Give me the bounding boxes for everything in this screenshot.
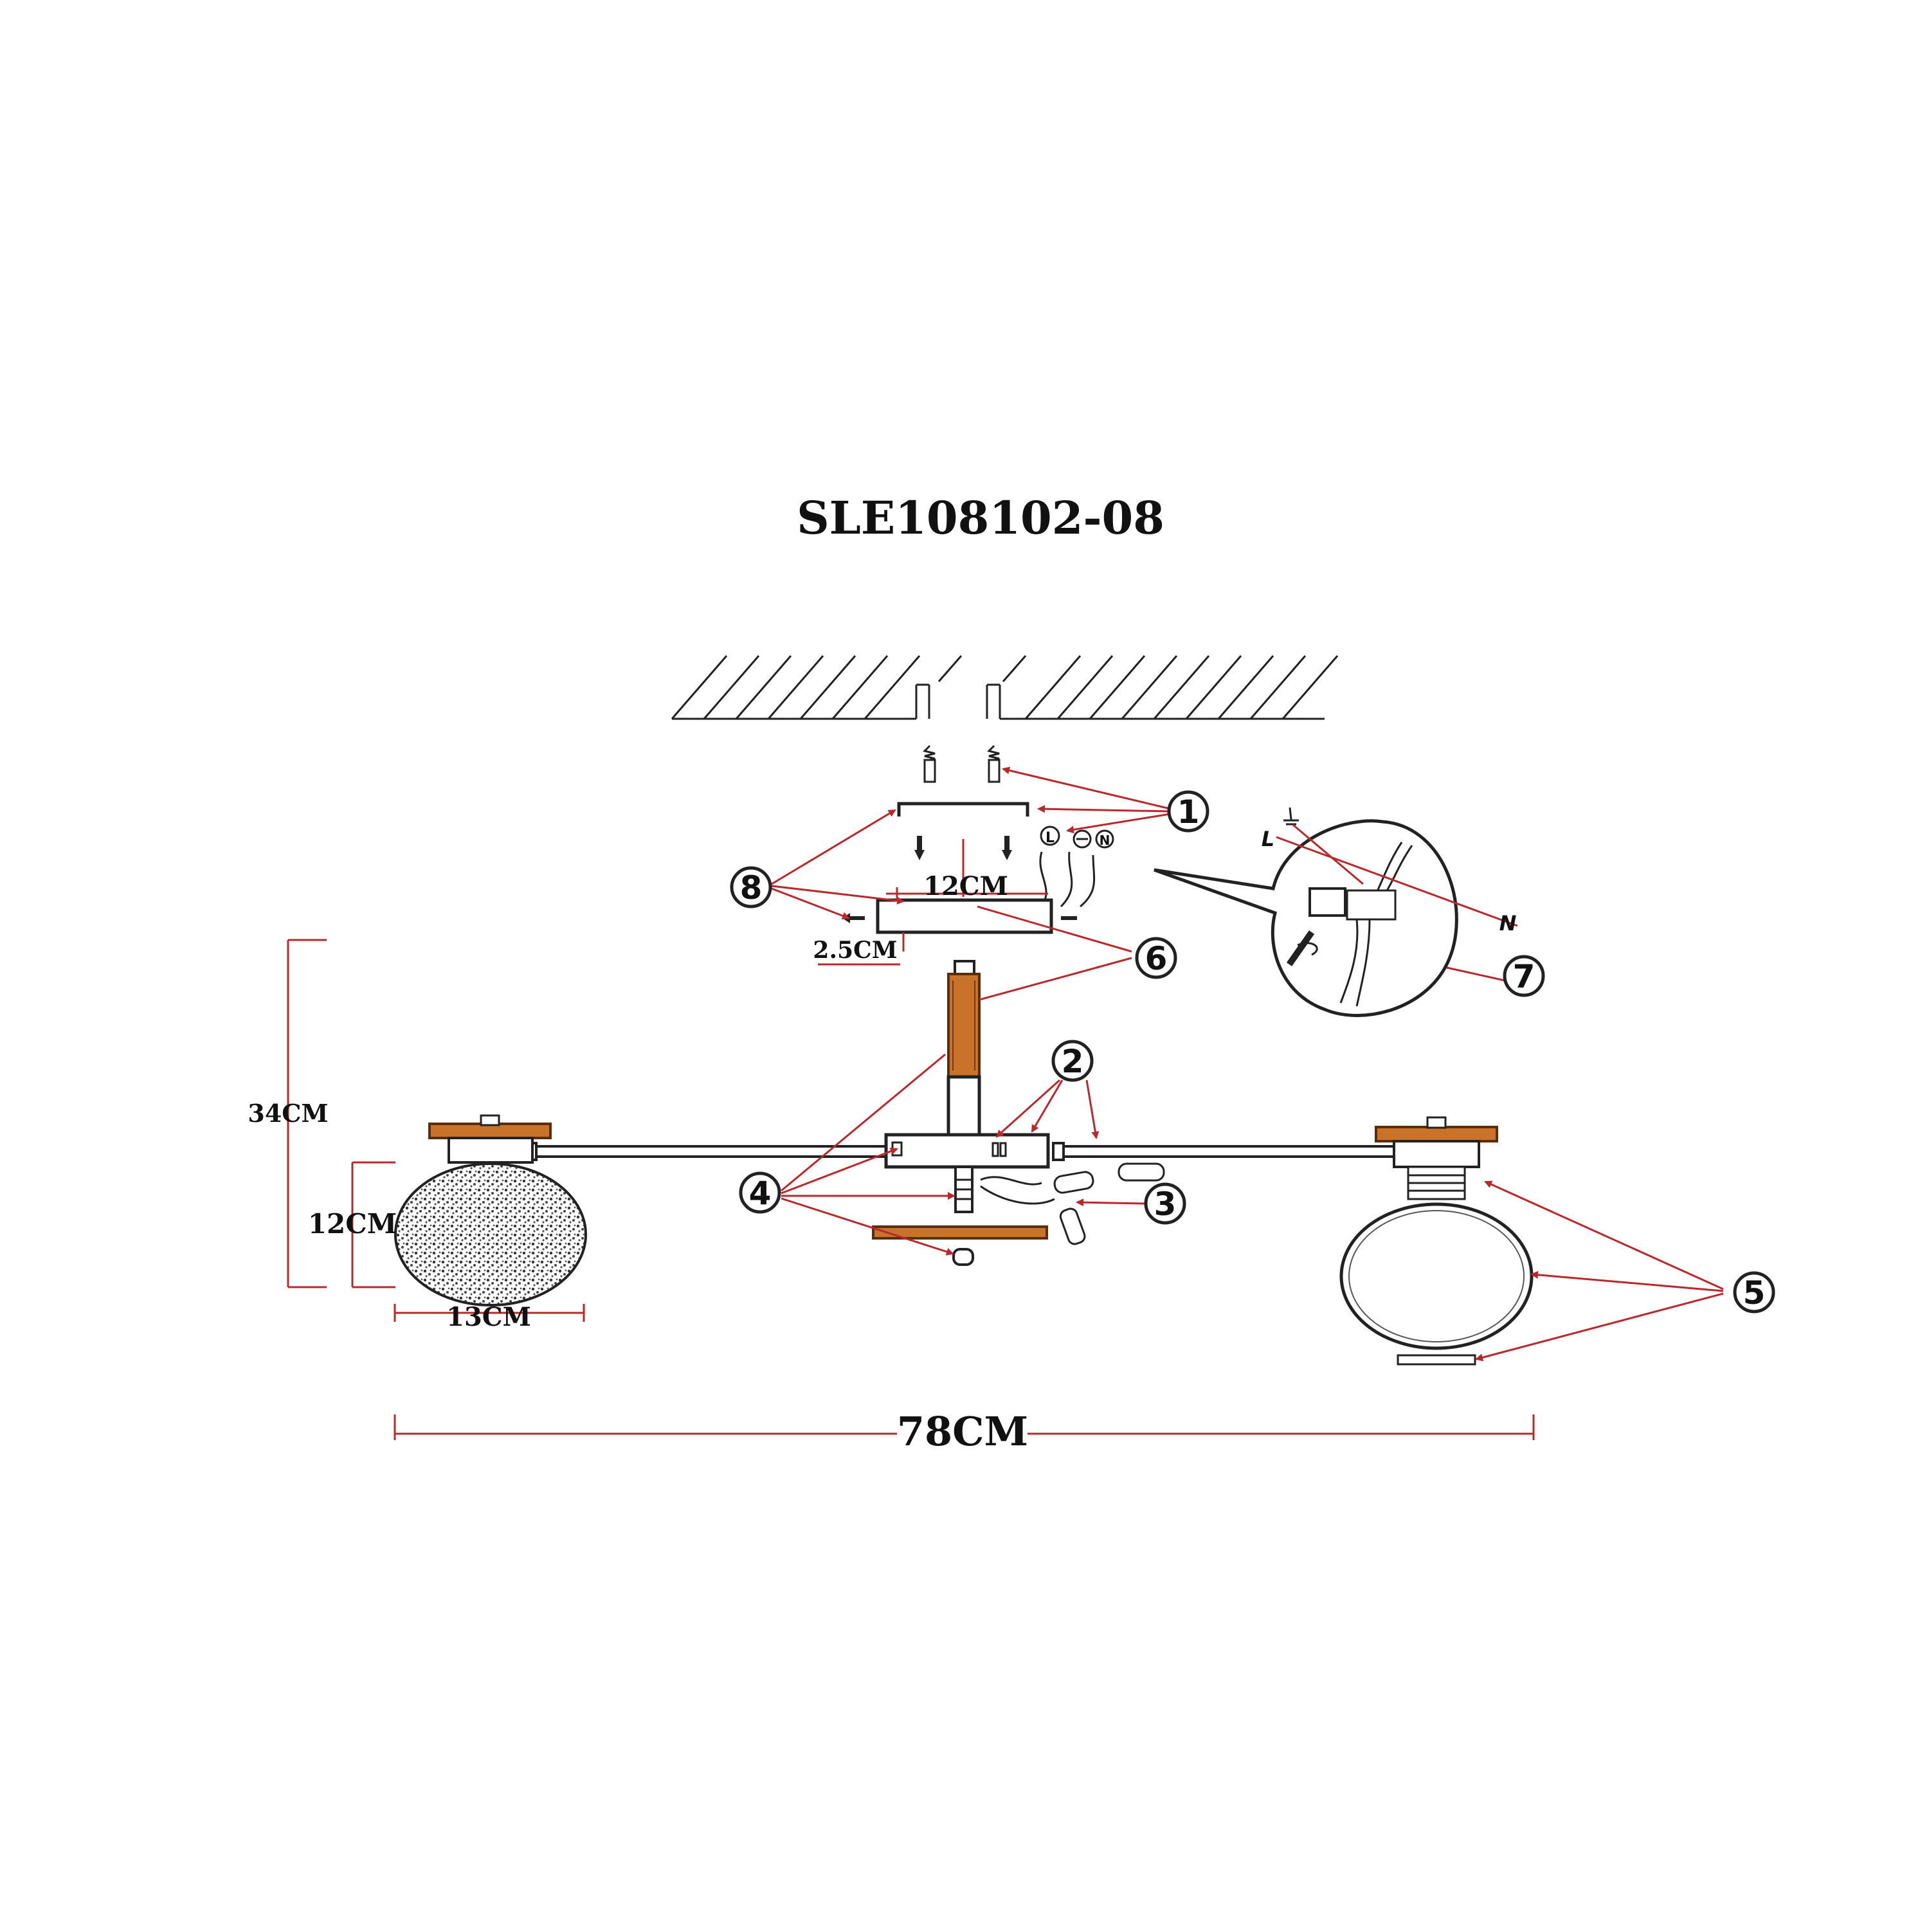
svg-text:2: 2 [1062, 1043, 1084, 1080]
right-lamp [1339, 1116, 1534, 1366]
callout-7: 7 [1503, 955, 1545, 997]
callout-1: 1 [1167, 790, 1209, 833]
center-bottom-assembly [872, 1162, 1165, 1266]
dim-total-width [394, 1414, 1535, 1440]
svg-text:5: 5 [1743, 1274, 1766, 1312]
l-lead [1276, 836, 1518, 927]
callout-leaders [771, 766, 1724, 1362]
svg-text:7: 7 [1513, 958, 1535, 995]
canopy-height-label: 2.5CM [813, 937, 897, 964]
svg-text:1: 1 [1177, 793, 1200, 831]
callout-8: 8 [730, 866, 772, 908]
terminal-connectors: L N [1039, 826, 1114, 908]
svg-text:8: 8 [740, 869, 763, 907]
svg-text:4: 4 [749, 1175, 772, 1212]
svg-text:6: 6 [1145, 940, 1168, 977]
callout-3: 3 [1144, 1182, 1186, 1225]
dim-shade-width [394, 1304, 585, 1322]
shade-width-label: 13CM [446, 1302, 531, 1332]
callout-4: 4 [739, 1171, 781, 1214]
ceiling-hatch [671, 655, 1339, 720]
canopy [842, 887, 1077, 952]
wire-l-label: L [1262, 827, 1274, 851]
callout-2: 2 [1051, 1040, 1094, 1082]
ceiling-screws [923, 745, 1001, 783]
horizontal-arm [525, 1133, 1402, 1169]
dim-shade-height [351, 1161, 395, 1288]
dim-total-height [287, 939, 327, 1288]
bubble-lead [1446, 966, 1505, 982]
total-width-label: 78CM [897, 1408, 1028, 1455]
callout-6: 6 [1135, 937, 1177, 979]
mounting-bracket [897, 802, 1029, 897]
canopy-width-label: 12CM [923, 871, 1008, 901]
left-lamp [394, 1114, 587, 1306]
callout-5: 5 [1733, 1271, 1775, 1314]
terminal-n-label: N [1100, 833, 1110, 848]
wire-n-label: N [1499, 911, 1517, 935]
earth-lead [1292, 824, 1364, 885]
model-title: SLE108102-08 [797, 491, 1164, 545]
shade-height-label: 12CM [308, 1208, 397, 1240]
svg-text:3: 3 [1154, 1186, 1177, 1223]
wiring-detail-bubble [1154, 807, 1458, 1017]
height-total-label: 34CM [248, 1099, 328, 1128]
terminal-l-label: L [1046, 830, 1055, 846]
stem [946, 960, 981, 1137]
